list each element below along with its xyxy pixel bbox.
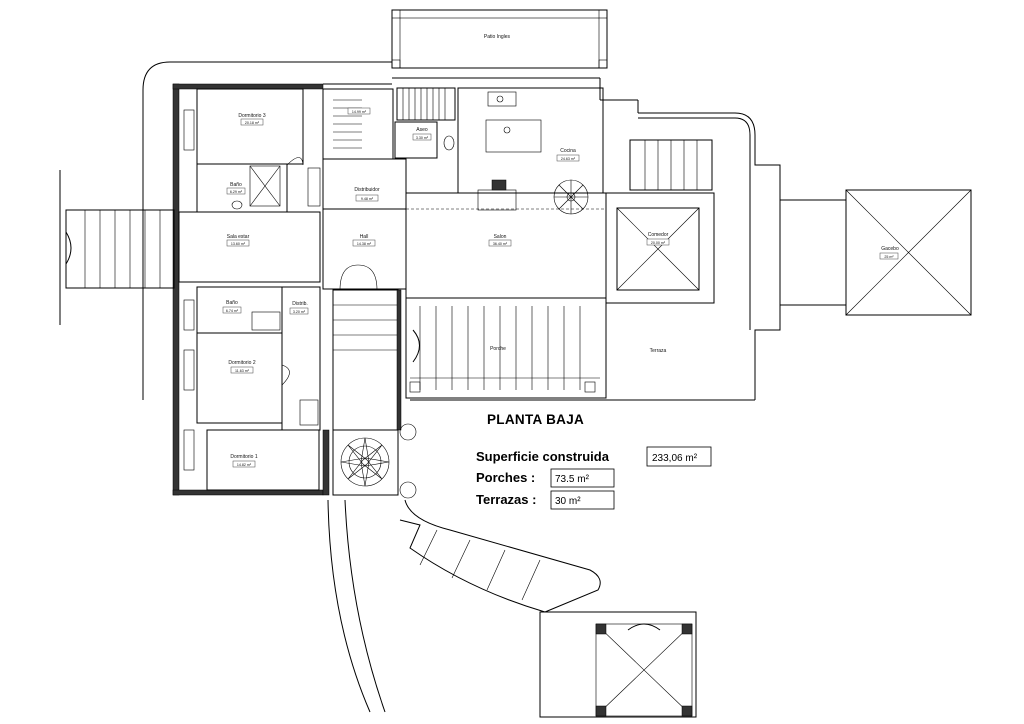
room-name-aseo: Aseo: [416, 127, 428, 133]
room-name-bano-mid: Baño: [226, 300, 238, 306]
room-area-dormitorio-3: 20.18 m²: [245, 121, 260, 125]
bottom-pavilion: [539, 611, 697, 718]
room-area-dormitorio-2: 11.63 m²: [235, 369, 250, 373]
left-wing: [178, 88, 321, 491]
room-area-sala-estar: 13.60 m²: [231, 242, 246, 246]
room-labels: Dormitorio 3 20.18 m² Baño 6.29 m² 14.99…: [222, 107, 899, 468]
room-name-distribuidor: Distribuidor: [354, 187, 380, 193]
porches-label: Porches :: [476, 470, 535, 485]
terraces-label: Terrazas :: [476, 492, 536, 507]
room-name-comedor: Comedor: [648, 232, 669, 238]
room-area-salon: 36.40 m²: [493, 242, 508, 246]
room-name-sala-estar: Sala estar: [227, 234, 250, 240]
patio-label: Patio Ingles: [484, 34, 511, 40]
room-name-cocina: Cocina: [560, 148, 576, 154]
room-area-stair: 14.99 m²: [352, 110, 367, 114]
room-area-bano-top: 6.29 m²: [230, 190, 243, 194]
room-area-bano-mid: 6.74 m²: [226, 309, 239, 313]
room-area-comedor: 20.00 m²: [651, 241, 666, 245]
central-core: [307, 87, 456, 496]
left-terrace: [59, 170, 175, 325]
gacebo: [780, 189, 972, 316]
built-area-value: 233,06 m²: [652, 453, 698, 464]
room-name-hall: Hall: [360, 234, 369, 240]
room-name-dormitorio-2: Dormitorio 2: [228, 360, 255, 366]
plan-title: PLANTA BAJA: [487, 412, 584, 427]
room-area-hall: 14.38 m²: [357, 242, 372, 246]
built-area-box: [646, 446, 712, 467]
room-name-salon: Salon: [494, 234, 507, 240]
room-name-terraza: Terraza: [650, 348, 667, 354]
area-summary: Superficie construida 233,06 m² Porches …: [476, 446, 712, 510]
patio-ingles: Patio Ingles: [391, 9, 608, 69]
room-area-cocina: 24.63 m²: [561, 157, 576, 161]
room-area-distribuidor: 9.48 m²: [361, 197, 374, 201]
room-name-dormitorio-3: Dormitorio 3: [238, 113, 265, 119]
exterior-walls: [142, 61, 781, 496]
room-name-bano-top: Baño: [230, 182, 242, 188]
room-area-dormitorio-1: 14.82 m²: [237, 463, 252, 467]
garden-path: [327, 499, 601, 713]
porches-box: [550, 468, 615, 488]
built-area-label: Superficie construida: [476, 449, 610, 464]
room-area-distrib: 3.20 m²: [293, 310, 306, 314]
porches-value: 73.5 m²: [555, 474, 590, 485]
porch-terrace: [399, 297, 607, 499]
room-area-gacebo: 25 m²: [884, 255, 894, 259]
room-name-porche: Porche: [490, 346, 506, 352]
terraces-box: [550, 490, 615, 510]
room-area-aseo: 3.30 m²: [416, 136, 429, 140]
room-name-gacebo: Gacebo: [881, 246, 899, 252]
room-name-distrib: Distrib.: [292, 301, 308, 307]
compass-rose: [340, 437, 390, 487]
room-name-dormitorio-1: Dormitorio 1: [230, 454, 257, 460]
terraces-value: 30 m²: [555, 496, 581, 507]
